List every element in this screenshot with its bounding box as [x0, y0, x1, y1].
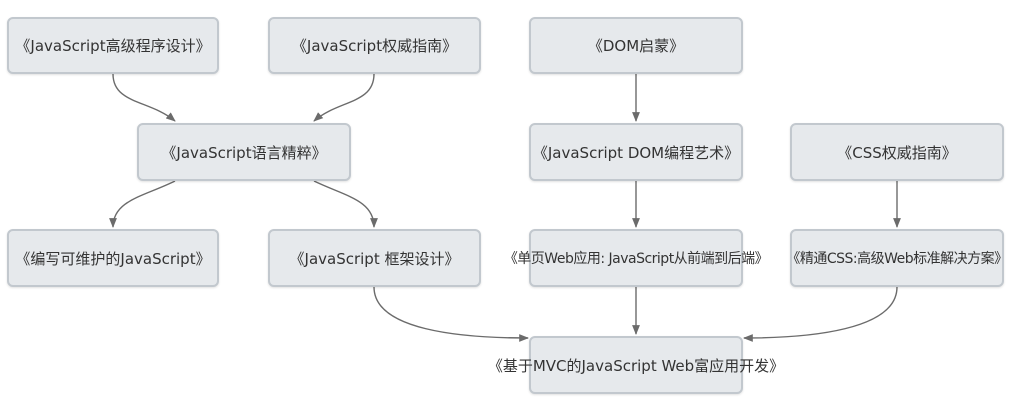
edge-yuyan-to-kuangjia — [313, 180, 378, 228]
edge-kuangjia-to-mvc — [373, 286, 529, 342]
node-js-web-apps-mvc: 《基于MVC的JavaScript Web富应用开发》 — [488, 336, 784, 394]
edge-yuyan-to-bianxie — [109, 180, 176, 228]
node-label: 《基于MVC的JavaScript Web富应用开发》 — [487, 356, 785, 375]
node-label: 《JavaScript 框架设计》 — [289, 249, 460, 268]
node-single-page-web-apps: 《单页Web应用: JavaScript从前端到后端》 — [504, 229, 769, 287]
node-js-framework-design: 《JavaScript 框架设计》 — [268, 229, 481, 287]
node-label: 《JavaScript权威指南》 — [291, 37, 458, 55]
edge-quanwei-to-yuyan — [313, 73, 375, 122]
edge-gaoji-to-yuyan — [112, 73, 176, 122]
node-dom-scripting-art: 《JavaScript DOM编程艺术》 — [529, 123, 743, 181]
node-label: 《JavaScript语言精粹》 — [161, 143, 327, 162]
node-js-advanced-programming: 《JavaScript高级程序设计》 — [7, 17, 219, 74]
node-maintainable-js: 《编写可维护的JavaScript》 — [7, 229, 219, 287]
node-label: 《编写可维护的JavaScript》 — [15, 249, 211, 268]
node-js-definitive-guide: 《JavaScript权威指南》 — [268, 17, 481, 74]
node-dom-scripting-primer: 《DOM启蒙》 — [529, 17, 743, 74]
node-label: 《单页Web应用: JavaScript从前端到后端》 — [503, 251, 769, 267]
edge-jingtong-to-mvc — [743, 286, 898, 342]
node-mastering-css: 《精通CSS:高级Web标准解决方案》 — [786, 229, 1008, 287]
node-label: 《精通CSS:高级Web标准解决方案》 — [786, 251, 1008, 267]
node-label: 《JavaScript DOM编程艺术》 — [532, 143, 740, 162]
node-css-definitive-guide: 《CSS权威指南》 — [790, 123, 1004, 181]
node-label: 《JavaScript高级程序设计》 — [15, 37, 211, 55]
node-label: 《CSS权威指南》 — [837, 143, 957, 162]
node-label: 《DOM启蒙》 — [587, 37, 685, 55]
node-js-good-parts: 《JavaScript语言精粹》 — [137, 123, 351, 181]
